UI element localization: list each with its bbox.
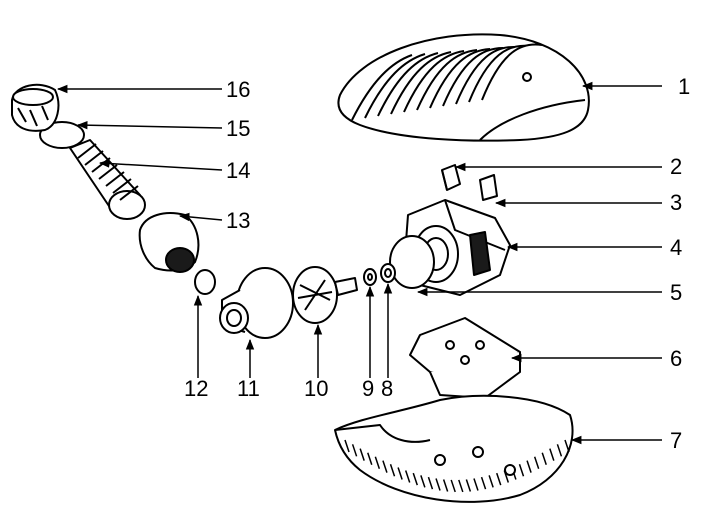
leader-13 [178,212,223,222]
o-ring-small-part [194,269,216,295]
bearing-washer-part [363,268,377,286]
clip-b-part [479,174,498,201]
callout-1: 1 [678,74,690,99]
mounting-bracket-part [409,317,521,399]
callout-7: 7 [670,428,682,453]
callout-9: 9 [362,376,374,401]
callout-5: 5 [670,280,682,305]
callout-13: 13 [226,208,250,233]
callout-14: 14 [226,158,250,183]
callout-3: 3 [670,190,682,215]
callout-6: 6 [670,346,682,371]
hose-connector-part [69,139,146,220]
outlet-adapter-part [138,212,200,273]
callout-8: 8 [381,376,393,401]
pump-chamber-part [219,267,294,339]
callout-15: 15 [226,116,250,141]
o-ring-large-part [389,235,435,289]
leader-lines [56,81,662,445]
clip-a-part [441,164,461,191]
base-tray-part [334,394,574,503]
callout-10: 10 [304,376,328,401]
callout-labels: 1 2 3 4 5 6 7 8 9 10 11 12 13 14 15 16 [184,74,690,453]
impeller-part [292,266,358,324]
bearing-sleeve-part [380,263,396,283]
cover-part [337,33,590,142]
callout-12: 12 [184,376,208,401]
callout-16: 16 [226,77,250,102]
callout-2: 2 [670,154,682,179]
leader-14 [98,159,223,171]
callout-11: 11 [237,376,260,401]
leader-15 [76,120,223,130]
seal-ring-part [39,121,85,149]
callout-4: 4 [670,235,682,260]
nut-part [11,83,60,132]
